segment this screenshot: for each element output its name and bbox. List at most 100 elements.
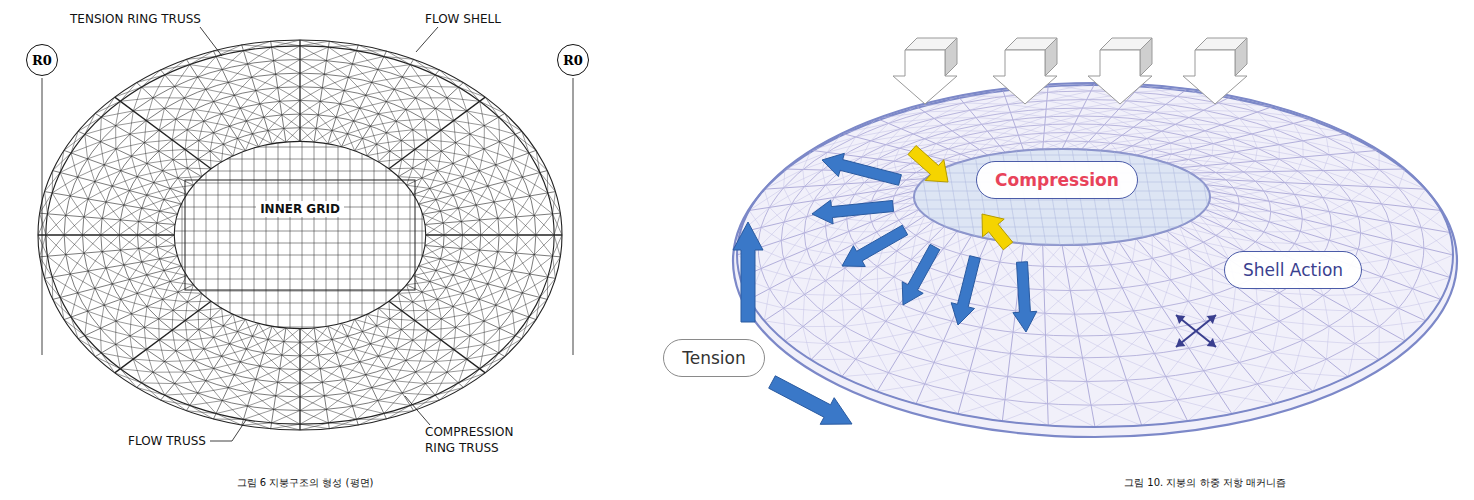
mesh-member — [494, 182, 505, 202]
load-path-arrow — [902, 244, 940, 305]
mesh-member — [386, 319, 389, 338]
mesh-member — [758, 222, 784, 248]
flow-truss — [271, 41, 286, 142]
mesh-member — [278, 370, 300, 383]
mesh-member — [268, 130, 286, 142]
mesh-member — [88, 186, 112, 199]
flow-truss — [40, 245, 175, 256]
mesh-member — [936, 295, 952, 322]
mesh-member — [1047, 358, 1083, 380]
mesh-member — [1264, 231, 1300, 232]
mesh-member — [165, 393, 198, 395]
mesh-member — [1167, 154, 1172, 163]
mesh-member — [406, 185, 429, 188]
mesh-member — [237, 121, 246, 138]
mesh-member — [902, 200, 1222, 201]
mesh-member — [340, 349, 353, 366]
mesh-member — [1329, 233, 1360, 240]
mesh-member — [436, 340, 441, 362]
mesh-member — [284, 329, 300, 342]
mesh-member — [1216, 163, 1229, 172]
label-pill: Compression — [976, 161, 1138, 199]
reference-axis-tag: R0 — [32, 53, 52, 68]
mesh-member — [1045, 108, 1082, 117]
mesh-member — [436, 108, 441, 130]
mesh-member — [228, 64, 247, 82]
mesh-member — [214, 362, 241, 369]
mesh-member — [436, 108, 467, 110]
mesh-member — [523, 293, 529, 317]
mesh-member — [1269, 201, 1302, 219]
mesh-member — [1190, 166, 1203, 173]
mesh-member — [1045, 314, 1074, 335]
mesh-member — [137, 293, 162, 299]
mesh-member — [172, 140, 174, 160]
mesh-member — [170, 267, 430, 268]
mesh-member — [300, 101, 320, 114]
mesh-member — [911, 163, 916, 172]
mesh-member — [463, 293, 469, 313]
mesh-member — [1351, 187, 1369, 201]
mesh-member — [952, 321, 976, 348]
mesh-member — [416, 97, 447, 98]
mesh-member — [248, 406, 272, 423]
mesh-member — [360, 108, 371, 126]
mesh-member — [222, 144, 224, 162]
mesh-member — [1323, 155, 1329, 171]
mesh-member — [803, 294, 805, 326]
mesh-member — [363, 133, 387, 139]
mesh-member — [47, 256, 70, 274]
mesh-member — [1196, 137, 1216, 257]
flow-truss — [53, 171, 182, 204]
mesh-member — [338, 135, 339, 335]
mesh-member — [1369, 289, 1413, 295]
mesh-member — [982, 311, 1016, 328]
mesh-member — [328, 45, 358, 47]
mesh-member — [216, 56, 247, 63]
mesh-member — [1323, 171, 1369, 187]
mesh-member — [230, 126, 253, 134]
mesh-member — [878, 152, 914, 159]
mesh-member — [1168, 137, 1188, 257]
mesh-member — [529, 153, 547, 171]
mesh-member — [1087, 100, 1119, 110]
mesh-member — [1233, 181, 1255, 187]
label-pill: Shell Action — [1224, 251, 1362, 289]
mesh-member — [178, 177, 202, 178]
mesh-member — [554, 235, 560, 257]
mesh-member — [70, 274, 95, 288]
mesh-member — [222, 95, 235, 114]
inner-grid — [170, 135, 430, 335]
mesh-member — [1082, 358, 1126, 380]
mesh-member — [116, 101, 121, 125]
mesh-member — [243, 409, 273, 419]
mesh-member — [198, 311, 200, 330]
mesh-member — [377, 326, 402, 330]
mesh-member — [139, 249, 160, 259]
mesh-member — [147, 307, 173, 311]
mesh-member — [1329, 212, 1360, 233]
mesh-member — [1112, 117, 1134, 127]
radial-truss — [1210, 197, 1453, 255]
mesh-member — [153, 75, 165, 98]
mesh-member — [488, 284, 496, 305]
mesh-member — [206, 381, 222, 401]
mesh-member — [348, 77, 365, 95]
mesh-member — [471, 191, 494, 202]
mesh-member — [282, 100, 300, 114]
mesh-member — [1233, 139, 1236, 152]
mesh-member — [1252, 134, 1258, 148]
mesh-member — [95, 268, 106, 288]
mesh-member — [1045, 125, 1070, 133]
mesh-member — [159, 340, 164, 362]
mesh-member — [1424, 233, 1450, 248]
mesh-member — [1303, 309, 1351, 311]
mesh-member — [1119, 104, 1166, 109]
mesh-member — [402, 159, 427, 160]
mesh-member — [804, 233, 827, 240]
mesh-member — [1177, 400, 1232, 414]
flow-truss — [299, 40, 300, 141]
mesh-member — [170, 303, 430, 304]
mesh-member — [274, 409, 300, 424]
mesh-member — [1013, 109, 1046, 120]
